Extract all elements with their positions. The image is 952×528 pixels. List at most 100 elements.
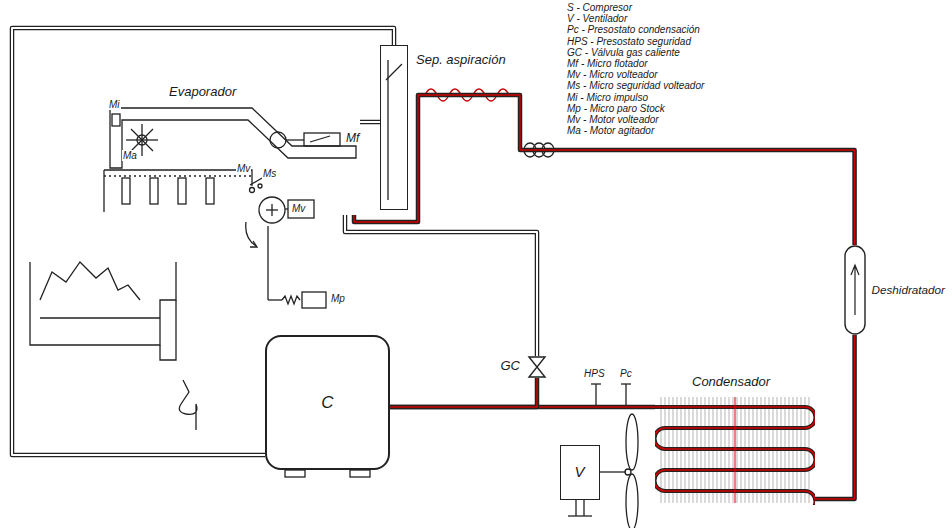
pipe-core [815, 335, 855, 499]
fan-motor: V [560, 445, 600, 500]
flow-arrow [851, 265, 859, 315]
drawing-stroke [250, 178, 262, 185]
drawing-stroke [267, 226, 268, 300]
drawing-stroke [626, 414, 638, 470]
drawing-stroke [150, 178, 158, 204]
drawing-stroke [350, 470, 370, 477]
drawing-stroke [206, 178, 214, 204]
pipe-wall [815, 335, 855, 499]
node-label: Evaporador [168, 84, 237, 99]
node-label: V [574, 463, 584, 480]
drawing-stroke [131, 129, 153, 151]
drawing-stroke [625, 384, 626, 405]
drawing-stroke [568, 515, 592, 516]
node-label: GC [500, 358, 522, 373]
drawing-stroke [270, 132, 286, 148]
legend-entry: GC - Válvula gas caliente [566, 47, 681, 58]
drawing-stroke [387, 60, 388, 200]
legend-entry: Mv - Micro volteador [566, 69, 659, 80]
drawing-stroke [30, 60, 638, 528]
drawing-stroke [286, 139, 304, 140]
drawing-stroke [40, 317, 160, 318]
compressor: C [265, 335, 390, 470]
drawing-stroke [625, 469, 631, 475]
evaporator: Evaporador [110, 100, 360, 215]
legend-entry: HPS - Presostato seguridad [566, 36, 692, 47]
drawing-stroke [268, 299, 282, 300]
refrigerant-pipe [390, 378, 537, 407]
drawing-stroke [626, 474, 638, 528]
valve-body [529, 357, 545, 377]
callout-label: HPS [583, 368, 606, 379]
drawing-stroke [178, 178, 186, 204]
legend-entry: Mf - Micro flotador [566, 58, 649, 69]
drawing-stroke [112, 114, 120, 126]
drawing-stroke [258, 184, 262, 188]
drawing-stroke [285, 470, 305, 477]
drawing-stroke [104, 170, 252, 212]
node-label: Condensador [691, 374, 771, 389]
drawing-stroke [288, 200, 314, 218]
legend-entry: Ms - Micro seguridad volteador [566, 80, 705, 91]
node-label: Deshidratador [871, 283, 946, 296]
filter-shape [844, 245, 866, 335]
pipe-wall [354, 95, 855, 245]
legend-entry: S - Compresor [566, 2, 633, 13]
node-label: C [321, 393, 333, 413]
condenser-divider [735, 397, 736, 503]
drawing-stroke [302, 292, 326, 308]
drawing-stroke [104, 175, 252, 176]
refrigerant-pipe [360, 122, 380, 123]
drawing-stroke [285, 208, 288, 209]
valve-shape [527, 356, 547, 378]
pipe-wall [360, 120, 380, 125]
drawing-stroke [282, 296, 300, 304]
callout-label: Ms [262, 168, 277, 179]
legend-entry: Pc - Presostato condensación [566, 24, 701, 35]
suction-separator: Sep. aspiración [380, 45, 408, 210]
callout-label: Mf [345, 132, 360, 145]
legend-entry: Mp - Micro paro Stock [566, 103, 666, 114]
drawing-stroke [600, 471, 626, 472]
drawing-stroke [271, 204, 272, 216]
drawing-stroke [250, 241, 257, 247]
refrigerant-pipe [815, 335, 855, 499]
hot-gas-valve: GC [527, 356, 547, 378]
drawing-stroke [246, 222, 256, 246]
condenser: Condensador [655, 395, 815, 505]
drawing-stroke [583, 500, 584, 516]
drawing-stroke [304, 133, 340, 146]
drawing-stroke [40, 262, 140, 300]
callout-label: Ma [122, 150, 138, 161]
drawing-stroke [575, 500, 576, 516]
pipe-core [360, 121, 380, 123]
drawing-stroke [310, 136, 330, 142]
node-label: Sep. aspiración [415, 52, 507, 67]
callout-label: Pc [619, 368, 633, 379]
drawing-stroke [595, 384, 596, 405]
drawing-stroke [160, 300, 176, 360]
callout-label: Mv [291, 203, 306, 214]
refrigerant-pipe [354, 95, 855, 245]
drawing-stroke [259, 197, 285, 223]
legend-entry: Ma - Motor agitador [566, 125, 655, 136]
drawing-stroke [131, 129, 153, 151]
drawing-stroke [122, 178, 130, 204]
filter-drier: Deshidratador [844, 245, 866, 335]
legend-entry: Mv - Motor volteador [566, 114, 660, 125]
drawing-stroke [591, 383, 601, 384]
callout-label: Mi [108, 99, 121, 110]
callout-label: Mv [236, 163, 251, 174]
callout-label: Mp [330, 293, 346, 304]
filter-body [845, 246, 865, 334]
drawing-stroke [110, 108, 356, 168]
drawing-stroke [250, 188, 255, 193]
cond-shape [655, 395, 815, 505]
pipe-wall [390, 378, 537, 407]
legend-entry: Mi - Micro impulso [566, 92, 649, 103]
legend-entry: V - Ventilador [566, 13, 628, 24]
pipe-core [354, 95, 855, 245]
drawing-stroke [30, 262, 176, 345]
pipe-core [390, 378, 537, 407]
drawing-stroke [179, 380, 197, 430]
